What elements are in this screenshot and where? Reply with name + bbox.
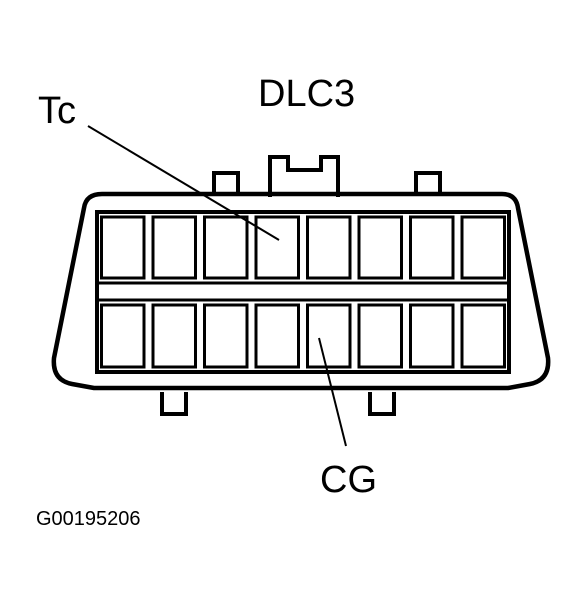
pin-cell (254, 215, 300, 280)
pin-cell (100, 215, 146, 280)
connector-top-right-tab (414, 171, 442, 195)
cg-leader-line (318, 337, 347, 447)
pin-cell (203, 303, 249, 369)
pin-cell (203, 215, 249, 280)
pin-cell (151, 303, 197, 369)
tc-leader-line (87, 125, 280, 241)
pin-cell (357, 215, 403, 280)
pin-cell (306, 215, 352, 280)
pin-cells (100, 215, 506, 369)
pin-cell (306, 303, 352, 369)
pin-cell (254, 303, 300, 369)
connector-title: DLC3 (258, 73, 355, 115)
pin-cell (357, 303, 403, 369)
connector-bottom-right-tab (368, 392, 396, 416)
pin-cell (460, 303, 506, 369)
row-separator-bar (95, 281, 511, 302)
connector-latch-tab (268, 155, 340, 197)
pin-cell (460, 215, 506, 280)
pin-cell (151, 215, 197, 280)
connector-housing (51, 191, 551, 391)
figure-id: G00195206 (36, 508, 141, 530)
pin-cell (409, 303, 455, 369)
pin-cell (409, 215, 455, 280)
connector-bottom-left-tab (160, 392, 188, 416)
connector-top-left-tab (212, 171, 240, 195)
pin-cell (100, 303, 146, 369)
tc-terminal-label: Tc (38, 90, 76, 132)
pin-frame (95, 210, 511, 374)
cg-terminal-label: CG (320, 459, 377, 501)
